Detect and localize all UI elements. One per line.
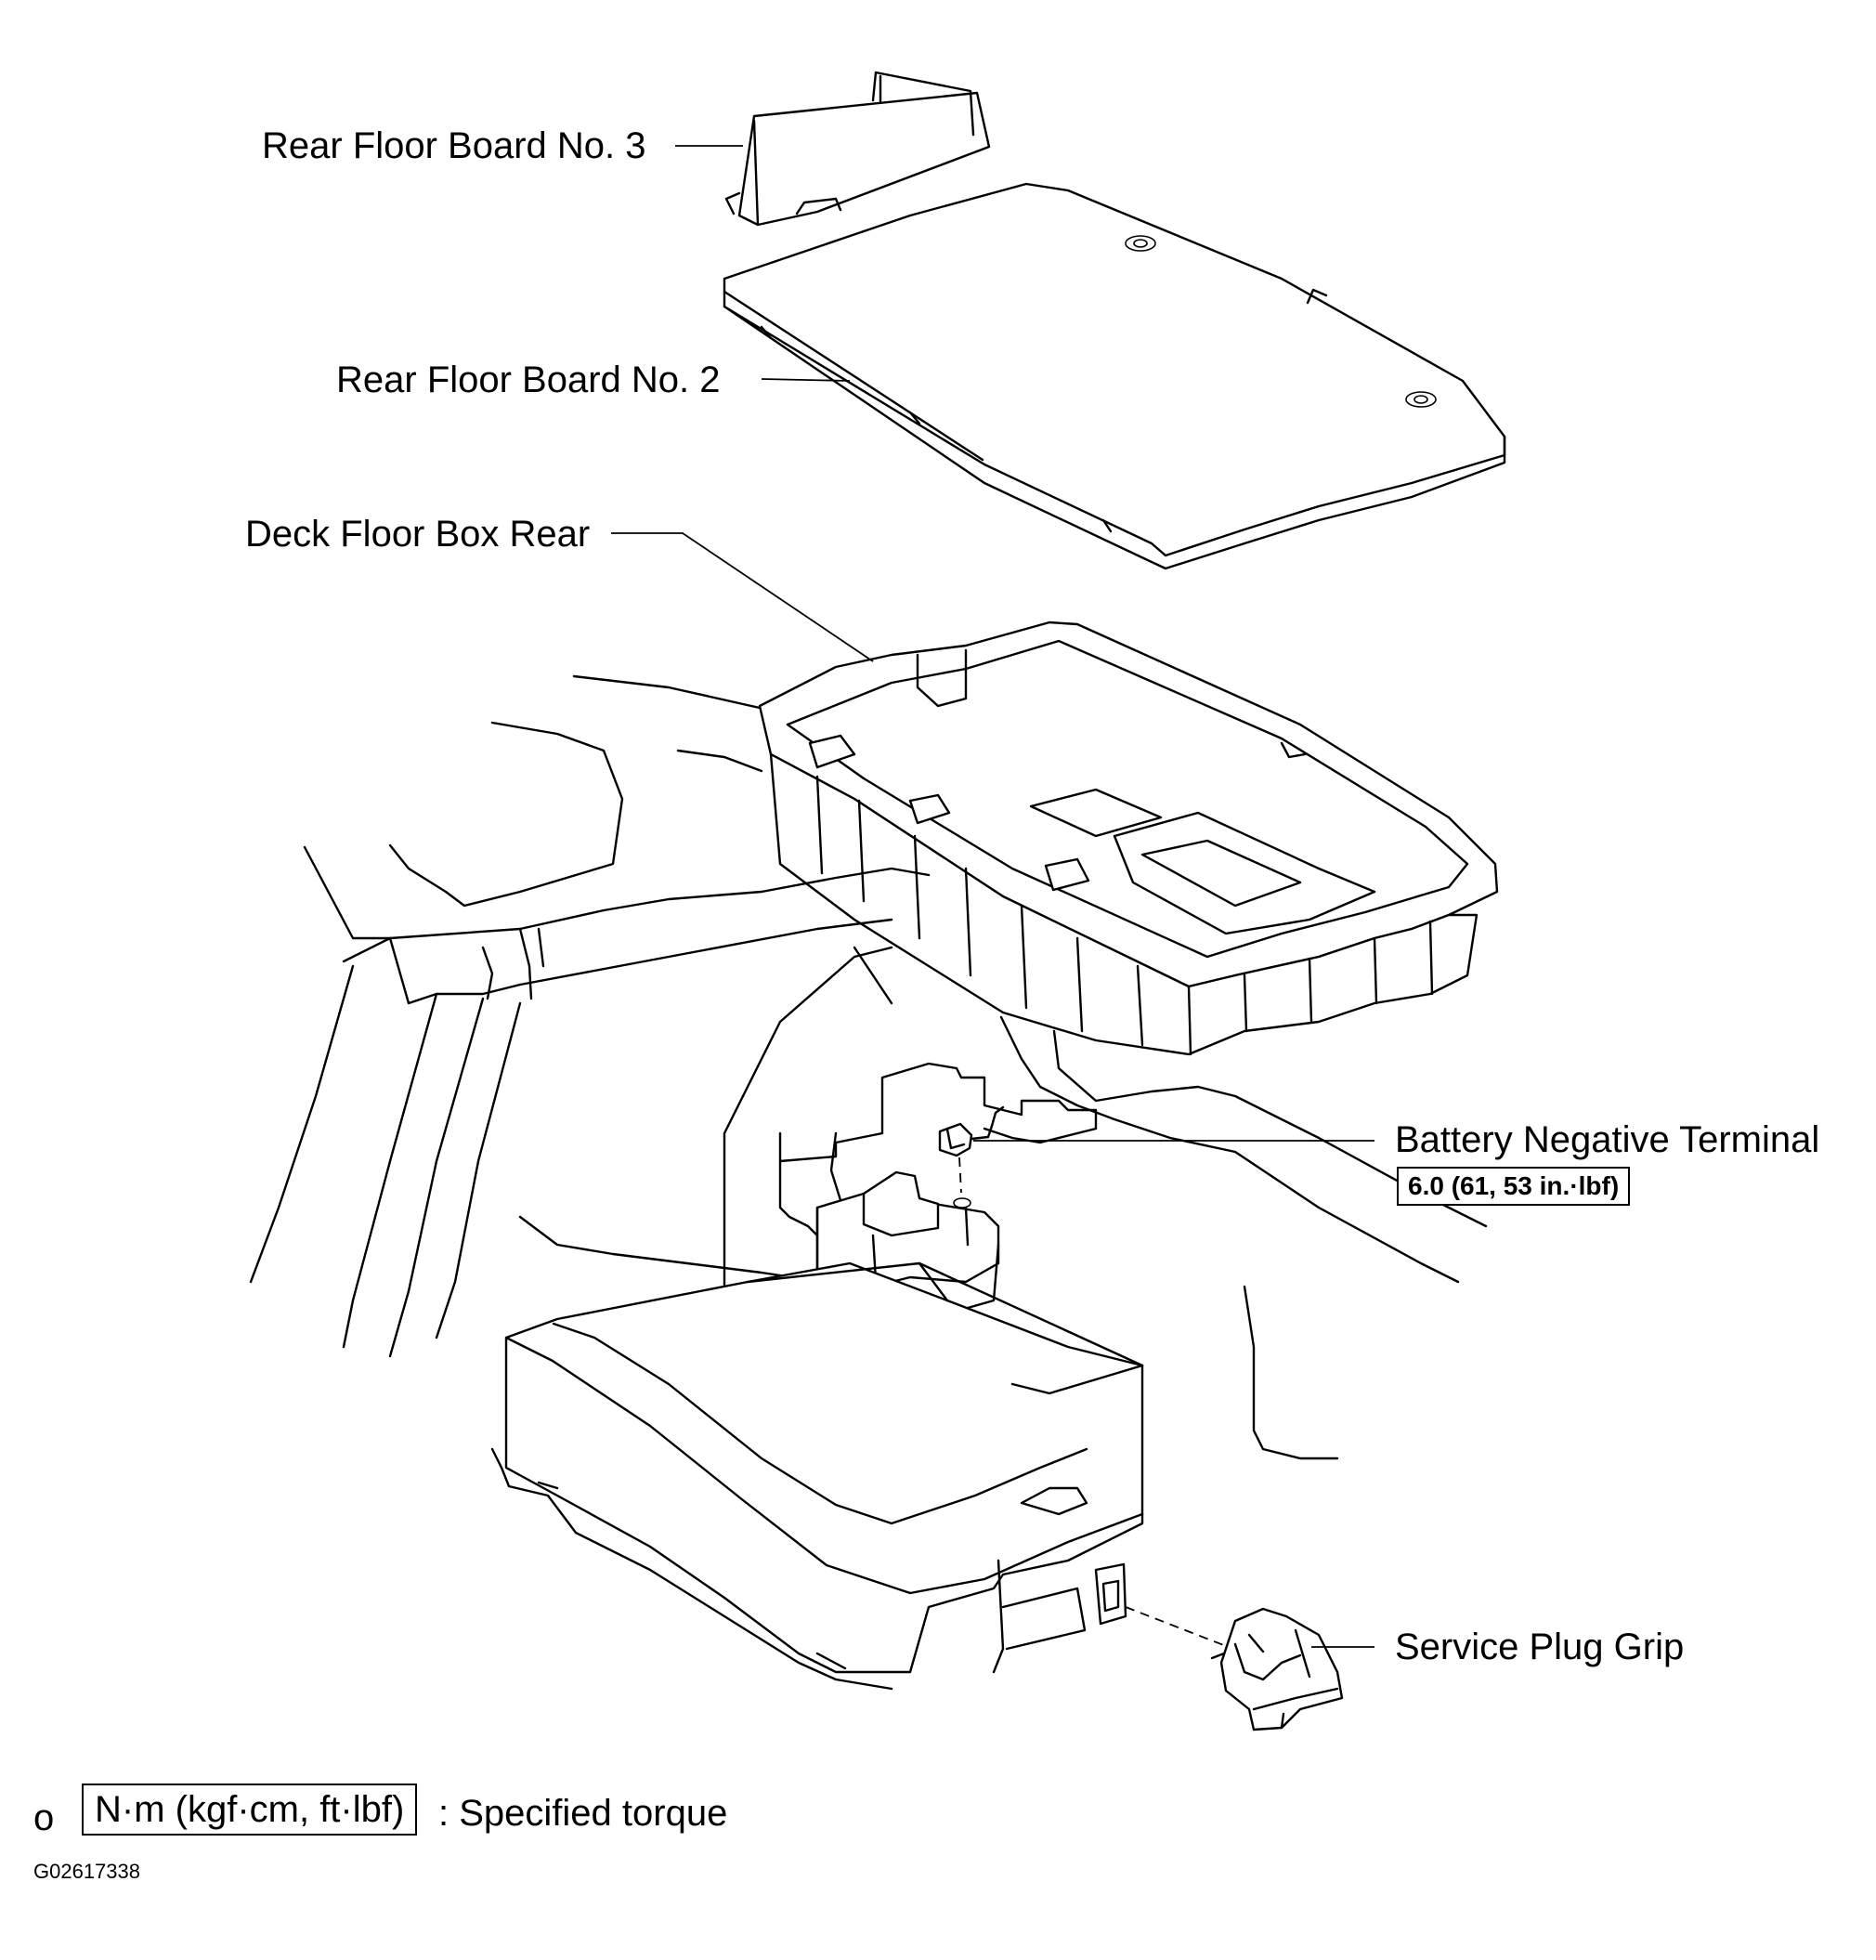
- rear-floor-board-3-drawing: [724, 71, 991, 227]
- label-rear-floor-board-3: Rear Floor Board No. 3: [262, 125, 646, 166]
- leader-lines: [611, 145, 1374, 1648]
- hv-battery-cover-drawing: [490, 1261, 1227, 1691]
- legend-symbol: o: [33, 1797, 55, 1838]
- label-deck-floor-box-rear: Deck Floor Box Rear: [245, 514, 591, 555]
- leader-rear-floor-board-2: [761, 378, 851, 382]
- deck-floor-box-rear-drawing: [758, 621, 1499, 1056]
- label-rear-floor-board-2: Rear Floor Board No. 2: [336, 359, 721, 400]
- leader-deck-floor-box-rear: [611, 532, 874, 662]
- battery-negative-terminal-drawing: [938, 1105, 1005, 1194]
- rear-floor-board-2-drawing: [723, 182, 1506, 570]
- torque-spec-battery-negative-terminal: 6.0 (61, 53 in.·lbf): [1397, 1167, 1631, 1206]
- service-plug-grip-drawing: [1210, 1607, 1344, 1731]
- legend-torque-unit-box: N·m (kgf·cm, ft·lbf): [82, 1784, 418, 1836]
- auxiliary-battery-drawing: [815, 1131, 1000, 1321]
- figure-code: G02617338: [33, 1860, 140, 1883]
- vehicle-body-outline: [249, 674, 1488, 1460]
- legend-description: : Specified torque: [438, 1793, 728, 1834]
- label-service-plug-grip: Service Plug Grip: [1395, 1627, 1685, 1667]
- label-battery-negative-terminal: Battery Negative Terminal: [1395, 1119, 1820, 1160]
